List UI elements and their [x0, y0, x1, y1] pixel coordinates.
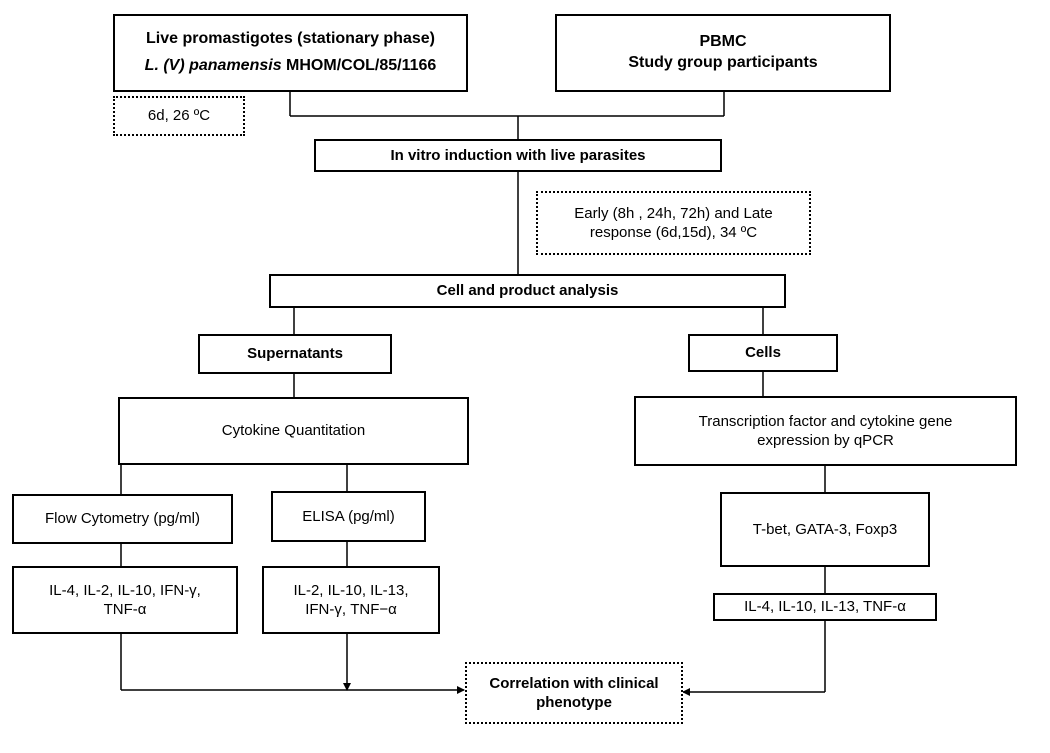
cells-text: Cells [745, 344, 781, 362]
species-name: L. (V) panamensis [144, 57, 282, 74]
elisa-box: ELISA (pg/ml) [271, 491, 426, 542]
strain-code: MHOM/COL/85/1166 [286, 57, 437, 74]
elisa-cytokines-line1: IL-2, IL-10, IL-13, [293, 581, 409, 599]
culture-conditions-text: 6d, 26 ºC [147, 107, 211, 125]
transcription-factors-box: T-bet, GATA-3, Foxp3 [720, 492, 930, 567]
promastigotes-box: Live promastigotes (stationary phase) L.… [113, 14, 468, 92]
timepoints-line1: Early (8h , 24h, 72h) and Late [574, 204, 773, 222]
elisa-text: ELISA (pg/ml) [302, 507, 395, 525]
flow-cytokines-line2: TNF-α [103, 601, 147, 618]
transcription-box: Transcription factor and cytokine gene e… [634, 396, 1017, 466]
analysis-text: Cell and product analysis [436, 282, 619, 300]
qpcr-cytokines-box: IL-4, IL-10, IL-13, TNF-α [713, 593, 937, 621]
flow-cytometry-text: Flow Cytometry (pg/ml) [44, 510, 201, 528]
cells-box: Cells [688, 334, 838, 372]
correlation-line1: Correlation with clinical [489, 674, 659, 692]
flow-cytokines-box: IL-4, IL-2, IL-10, IFN-γ, TNF-α [12, 566, 238, 634]
transcription-factors-text: T-bet, GATA-3, Foxp3 [752, 520, 898, 538]
supernatants-box: Supernatants [198, 334, 392, 374]
induction-box: In vitro induction with live parasites [314, 139, 722, 172]
transcription-line1: Transcription factor and cytokine gene [698, 412, 953, 430]
culture-conditions-box: 6d, 26 ºC [113, 96, 245, 136]
analysis-box: Cell and product analysis [269, 274, 786, 308]
promastigotes-strain: L. (V) panamensis MHOM/COL/85/1166 [145, 56, 437, 77]
cytokine-quantitation-text: Cytokine Quantitation [221, 422, 366, 440]
promastigotes-title: Live promastigotes (stationary phase) [146, 30, 435, 48]
transcription-line2: expression by qPCR [757, 432, 894, 449]
elisa-cytokines-line2: IFN-γ, TNF−α [305, 601, 397, 618]
pbmc-subtitle: Study group participants [628, 54, 818, 71]
flow-cytometry-box: Flow Cytometry (pg/ml) [12, 494, 233, 544]
induction-text: In vitro induction with live parasites [390, 146, 646, 164]
timepoints-box: Early (8h , 24h, 72h) and Late response … [536, 191, 811, 255]
timepoints-line2: response (6d,15d), 34 ºC [589, 224, 758, 241]
supernatants-text: Supernatants [247, 345, 343, 363]
elisa-cytokines-box: IL-2, IL-10, IL-13, IFN-γ, TNF−α [262, 566, 440, 634]
correlation-box: Correlation with clinical phenotype [465, 662, 683, 724]
correlation-line2: phenotype [536, 694, 612, 711]
flow-cytokines-line1: IL-4, IL-2, IL-10, IFN-γ, [49, 581, 201, 599]
pbmc-box: PBMC Study group participants [555, 14, 891, 92]
qpcr-cytokines-text: IL-4, IL-10, IL-13, TNF-α [744, 598, 906, 616]
cytokine-quantitation-box: Cytokine Quantitation [118, 397, 469, 465]
pbmc-title: PBMC [699, 33, 747, 51]
